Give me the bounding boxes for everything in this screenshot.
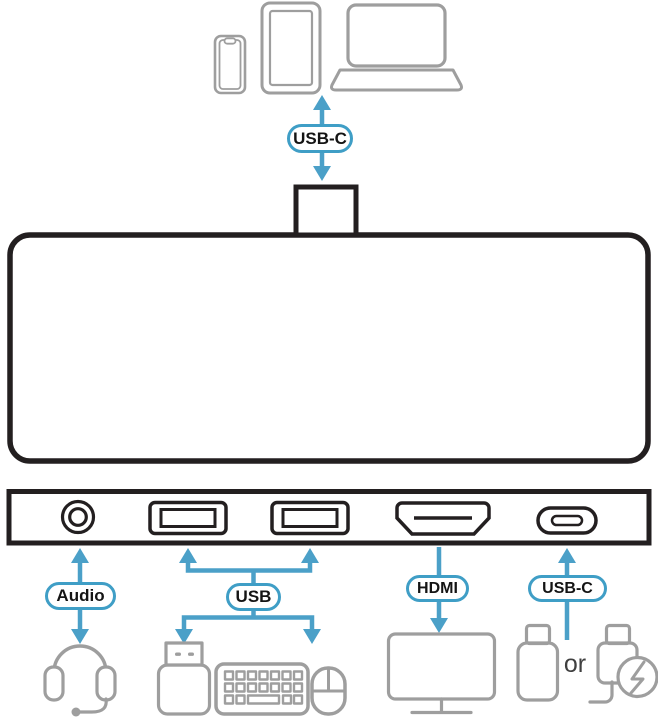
hdmi-pill: HDMI (406, 575, 469, 602)
monitor-icon (386, 632, 497, 715)
usb-top-bracket-arrows (179, 548, 319, 585)
keyboard-icon (214, 662, 310, 716)
hdmi-port (395, 501, 491, 536)
hdmi-pill-label: HDMI (417, 579, 458, 597)
usbc-port (536, 506, 598, 535)
laptop-icon (330, 3, 463, 92)
audio-jack-port (60, 499, 96, 535)
audio-up-arrow (71, 548, 89, 584)
audio-down-arrow (71, 608, 89, 644)
usb-a-port-1 (148, 500, 228, 536)
dock-connector (293, 184, 359, 238)
dock-body (7, 232, 651, 464)
usb-pill: USB (226, 583, 281, 611)
usbc-host-pill: USB-C (287, 124, 353, 153)
audio-pill: Audio (45, 582, 116, 610)
usbc-out-pill: USB-C (528, 575, 607, 602)
usb-flash-drive-icon (156, 641, 212, 716)
usbc-device-icon (516, 623, 560, 702)
tablet-icon (260, 1, 322, 95)
mouse-icon (310, 666, 347, 716)
usbc-out-pill-label: USB-C (542, 579, 593, 597)
smartphone-icon (213, 34, 247, 95)
power-bolt-icon (616, 655, 658, 699)
usb-pill-label: USB (235, 587, 272, 606)
audio-pill-label: Audio (56, 586, 105, 605)
or-label: or (563, 649, 587, 678)
headset-icon (43, 644, 117, 717)
usb-a-port-2 (270, 500, 350, 536)
usb-bottom-bracket-arrows (175, 609, 321, 644)
usbc-host-pill-label: USB-C (293, 128, 347, 148)
